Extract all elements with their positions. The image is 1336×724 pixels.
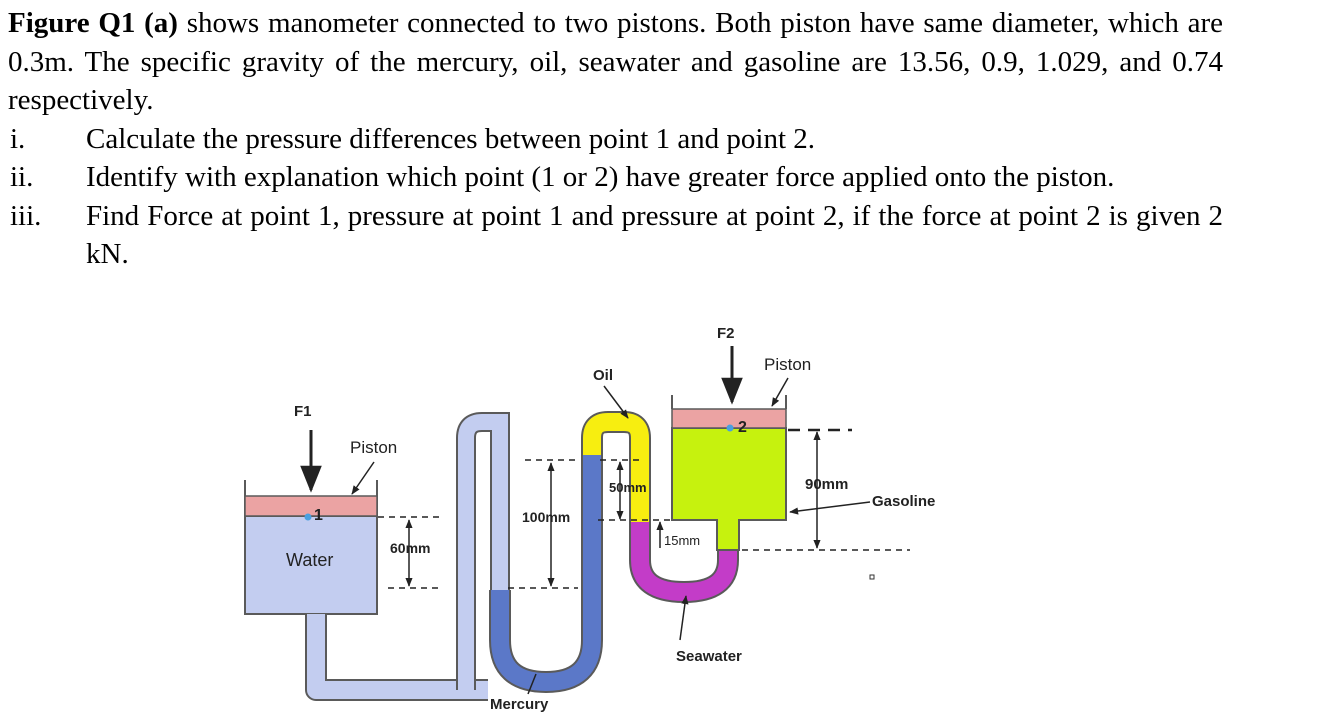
figure-label: Figure Q1 (a) (8, 7, 178, 39)
item-number: i. (10, 122, 26, 155)
oil-label: Oil (593, 367, 613, 384)
dim-100-label: 100mm (522, 509, 570, 525)
piston-right-label: Piston (764, 355, 811, 374)
item-text: Find Force at point 1, pressure at point… (86, 199, 1223, 271)
item-number: ii. (10, 161, 34, 193)
mercury-label: Mercury (490, 696, 549, 713)
water-label: Water (286, 550, 333, 570)
gasoline-label: Gasoline (872, 493, 935, 510)
mercury-u-tube (489, 455, 603, 694)
question-item-ii: ii. Identify with explanation which poin… (8, 158, 1223, 197)
dim-60-label: 60mm (390, 540, 430, 556)
dim-50-label: 50mm (609, 480, 647, 495)
dim-90-label: 90mm (805, 476, 848, 493)
item-text: Identify with explanation which point (1… (86, 161, 1115, 193)
dim-15-label: 15mm (664, 533, 700, 548)
question-item-iii: iii. Find Force at point 1, pressure at … (8, 197, 1223, 274)
gasoline-tank (671, 427, 787, 551)
item-number: iii. (10, 199, 42, 232)
item-text: Calculate the pressure differences betwe… (86, 122, 816, 155)
intro-text: shows manometer connected to two pistons… (8, 7, 1223, 116)
point-1-label: 1 (314, 507, 323, 524)
question-item-i: i. Calculate the pressure differences be… (8, 120, 1223, 159)
piston-1 (244, 495, 378, 517)
piston-left-label: Piston (350, 438, 397, 457)
point-1-marker (304, 513, 312, 521)
question-intro: Figure Q1 (a) shows manometer connected … (8, 4, 1223, 120)
question-text: Figure Q1 (a) shows manometer connected … (8, 4, 1223, 274)
f1-label: F1 (294, 403, 312, 420)
water-tank (244, 515, 378, 615)
seawater-label: Seawater (676, 648, 742, 665)
point-2-marker (726, 424, 734, 432)
f2-label: F2 (717, 325, 735, 342)
point-2-label: 2 (738, 419, 747, 436)
